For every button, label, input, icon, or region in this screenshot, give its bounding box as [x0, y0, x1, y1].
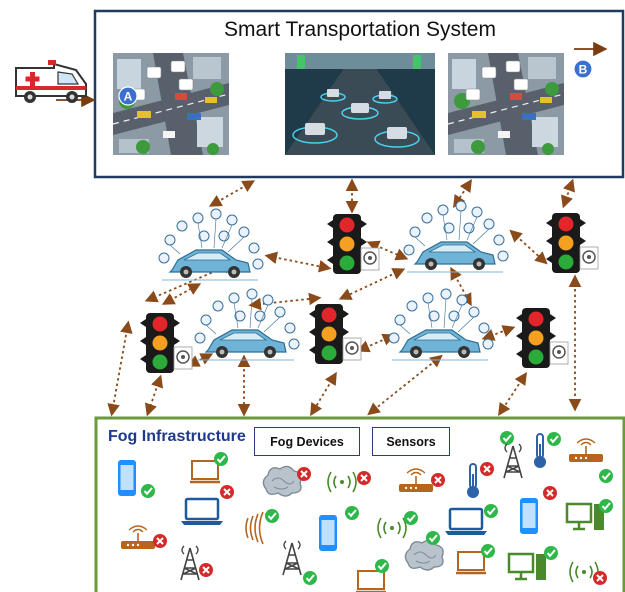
v2x-links: [107, 178, 582, 417]
check-icon: [374, 558, 390, 574]
brain-cloud-icon: [262, 465, 302, 497]
check-icon: [598, 498, 614, 514]
fog-devices-tag: Fog Devices: [254, 427, 360, 456]
scene-thumbnail-autonomous: [285, 53, 435, 155]
check-icon: [499, 430, 515, 446]
connected-car-1: [158, 208, 264, 281]
check-icon: [598, 468, 614, 484]
check-icon: [546, 431, 562, 447]
ambulance-icon: [15, 60, 87, 103]
cross-icon: [296, 466, 312, 482]
check-icon: [543, 545, 559, 561]
traffic-light-3: [139, 312, 193, 374]
cross-icon: [542, 485, 558, 501]
traffic-light-2: [545, 212, 599, 274]
cross-icon: [219, 484, 235, 500]
cross-icon: [479, 461, 495, 477]
cross-icon: [356, 470, 372, 486]
fog-infrastructure-title: Fog Infrastructure: [108, 428, 246, 445]
check-icon: [425, 530, 441, 546]
brain-cloud-icon: [404, 539, 444, 571]
scene-thumbnail-right: [447, 52, 565, 156]
traffic-light-5: [515, 307, 569, 369]
smartphone-icon: [520, 498, 538, 534]
check-icon: [264, 508, 280, 524]
connected-car-2: [403, 200, 509, 273]
marker-b: B: [573, 59, 593, 79]
check-icon: [483, 503, 499, 519]
sensors-tag: Sensors: [372, 427, 450, 456]
cross-icon: [152, 533, 168, 549]
check-icon: [140, 483, 156, 499]
smartphone-icon: [118, 460, 136, 496]
check-icon: [302, 570, 318, 586]
check-icon: [480, 543, 496, 559]
connected-car-3: [194, 288, 300, 361]
smartphone-icon: [319, 515, 337, 551]
cross-icon: [430, 472, 446, 488]
system-title: Smart Transportation System: [224, 18, 496, 41]
marker-a-label: A: [124, 90, 133, 104]
cross-icon: [198, 562, 214, 578]
marker-a: A: [118, 86, 138, 106]
check-icon: [403, 510, 419, 526]
check-icon: [344, 505, 360, 521]
cross-icon: [592, 570, 608, 586]
traffic-light-4: [308, 303, 362, 365]
connected-car-4: [388, 288, 494, 361]
check-icon: [213, 451, 229, 467]
marker-b-label: B: [579, 63, 588, 77]
